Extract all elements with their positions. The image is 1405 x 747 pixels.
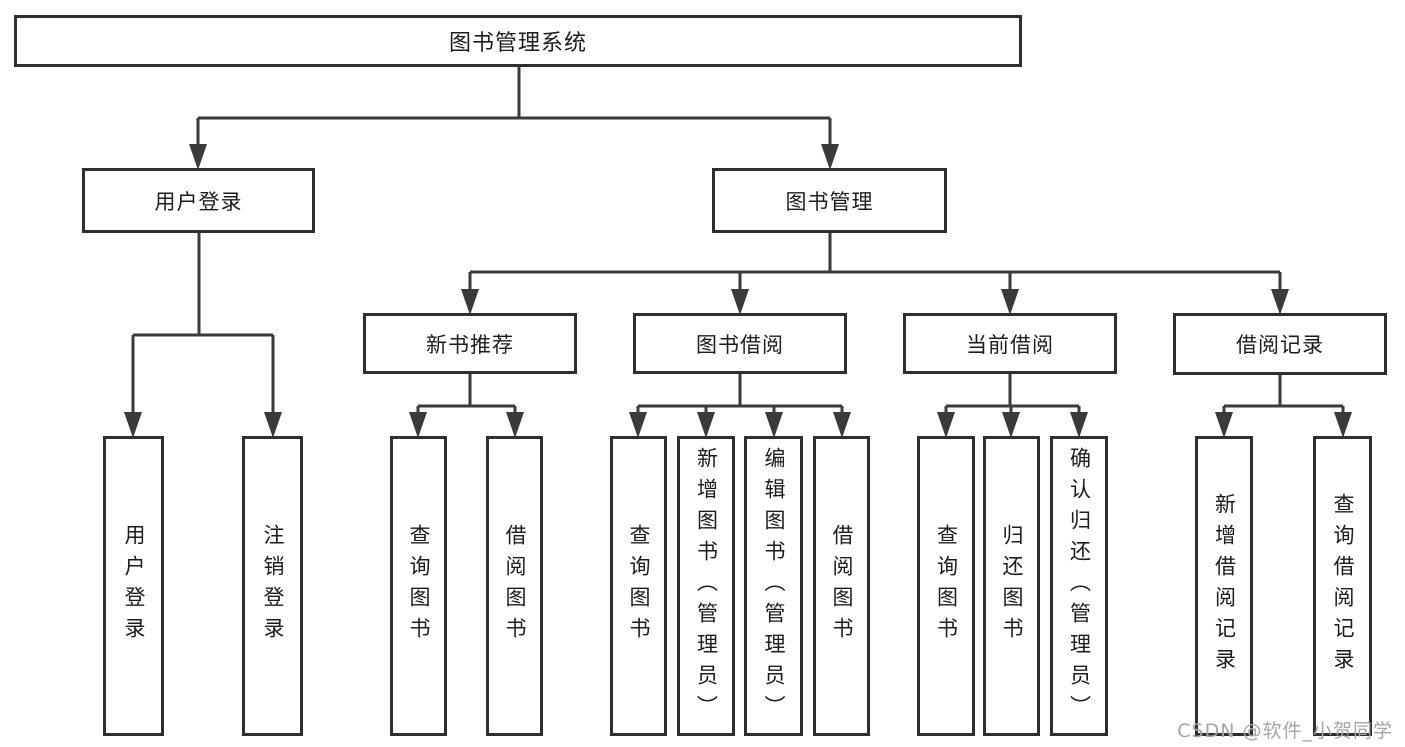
leaf-nbr-borrow-books: 借阅图书 bbox=[486, 436, 543, 736]
leaf-br-query-record: 查询借阅记录 bbox=[1313, 436, 1372, 736]
leaf-br-add-record: 新增借阅记录 bbox=[1195, 436, 1253, 736]
leaf-bb-add-books-admin: 新增图书（管理员） bbox=[677, 436, 735, 736]
csdn-watermark: CSDN @软件_小贺同学 bbox=[1177, 720, 1393, 742]
leaf-bb-query-books: 查询图书 bbox=[610, 436, 667, 736]
leaf-user-login: 用户登录 bbox=[103, 436, 164, 736]
node-current-borrowing: 当前借阅 bbox=[903, 313, 1117, 374]
node-user-login: 用户登录 bbox=[82, 168, 315, 233]
node-new-book-recommend: 新书推荐 bbox=[363, 313, 577, 374]
leaf-cb-query-books: 查询图书 bbox=[917, 436, 975, 736]
leaf-logout: 注销登录 bbox=[242, 436, 303, 736]
leaf-cb-return-books: 归还图书 bbox=[983, 436, 1040, 736]
node-book-management: 图书管理 bbox=[712, 168, 947, 233]
node-borrowing-records: 借阅记录 bbox=[1173, 313, 1387, 375]
leaf-bb-edit-books-admin: 编辑图书（管理员） bbox=[744, 436, 803, 736]
leaf-cb-confirm-return-admin: 确认归还（管理员） bbox=[1050, 436, 1108, 736]
leaf-bb-borrow-books: 借阅图书 bbox=[813, 436, 870, 736]
node-root-system: 图书管理系统 bbox=[14, 15, 1022, 67]
node-book-borrowing: 图书借阅 bbox=[633, 313, 847, 374]
leaf-nbr-query-books: 查询图书 bbox=[390, 436, 447, 736]
